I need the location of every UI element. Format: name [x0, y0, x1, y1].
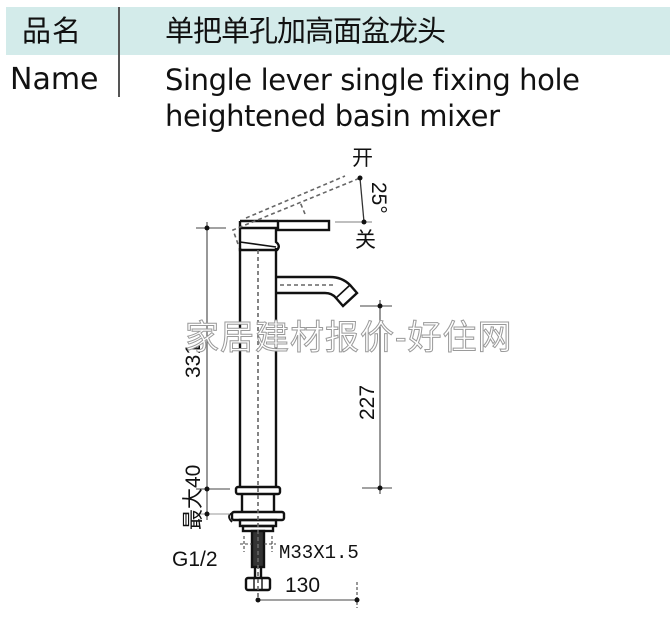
product-name-cn: 单把单孔加高面盆龙头 — [165, 14, 446, 48]
max-deck-thickness-label: 最大40 — [182, 465, 205, 530]
product-name-en-line1: Single lever single fixing hole — [165, 63, 580, 97]
header-divider — [118, 7, 120, 97]
header-band — [6, 7, 670, 55]
open-label: 开 — [352, 147, 373, 170]
lever-angle-label: 25° — [367, 182, 390, 214]
open-point — [357, 175, 363, 181]
spout-reach-label: 130 — [285, 574, 320, 597]
inlet-thread-label: G1/2 — [172, 548, 218, 571]
name-label-en: Name — [10, 62, 99, 97]
product-name-en-line2: heightened basin mixer — [165, 99, 500, 133]
base-ring-top — [234, 485, 282, 496]
lever-housing — [238, 226, 280, 252]
total-height-label: 331 — [182, 343, 205, 378]
spout — [276, 275, 359, 308]
product-name-en: Single lever single fixing hole heighten… — [165, 62, 665, 134]
lever-angle-arc — [359, 177, 365, 223]
mount-thread-label: M33X1.5 — [279, 542, 359, 564]
closed-label: 关 — [355, 229, 376, 252]
lever-handle — [276, 219, 331, 232]
spout-height-label: 227 — [356, 385, 379, 420]
closed-point — [361, 219, 367, 225]
name-label-cn: 品名 — [22, 14, 83, 48]
open-lever-outline — [231, 177, 361, 245]
watermark: 家居建材报价-好住网 — [185, 318, 513, 359]
